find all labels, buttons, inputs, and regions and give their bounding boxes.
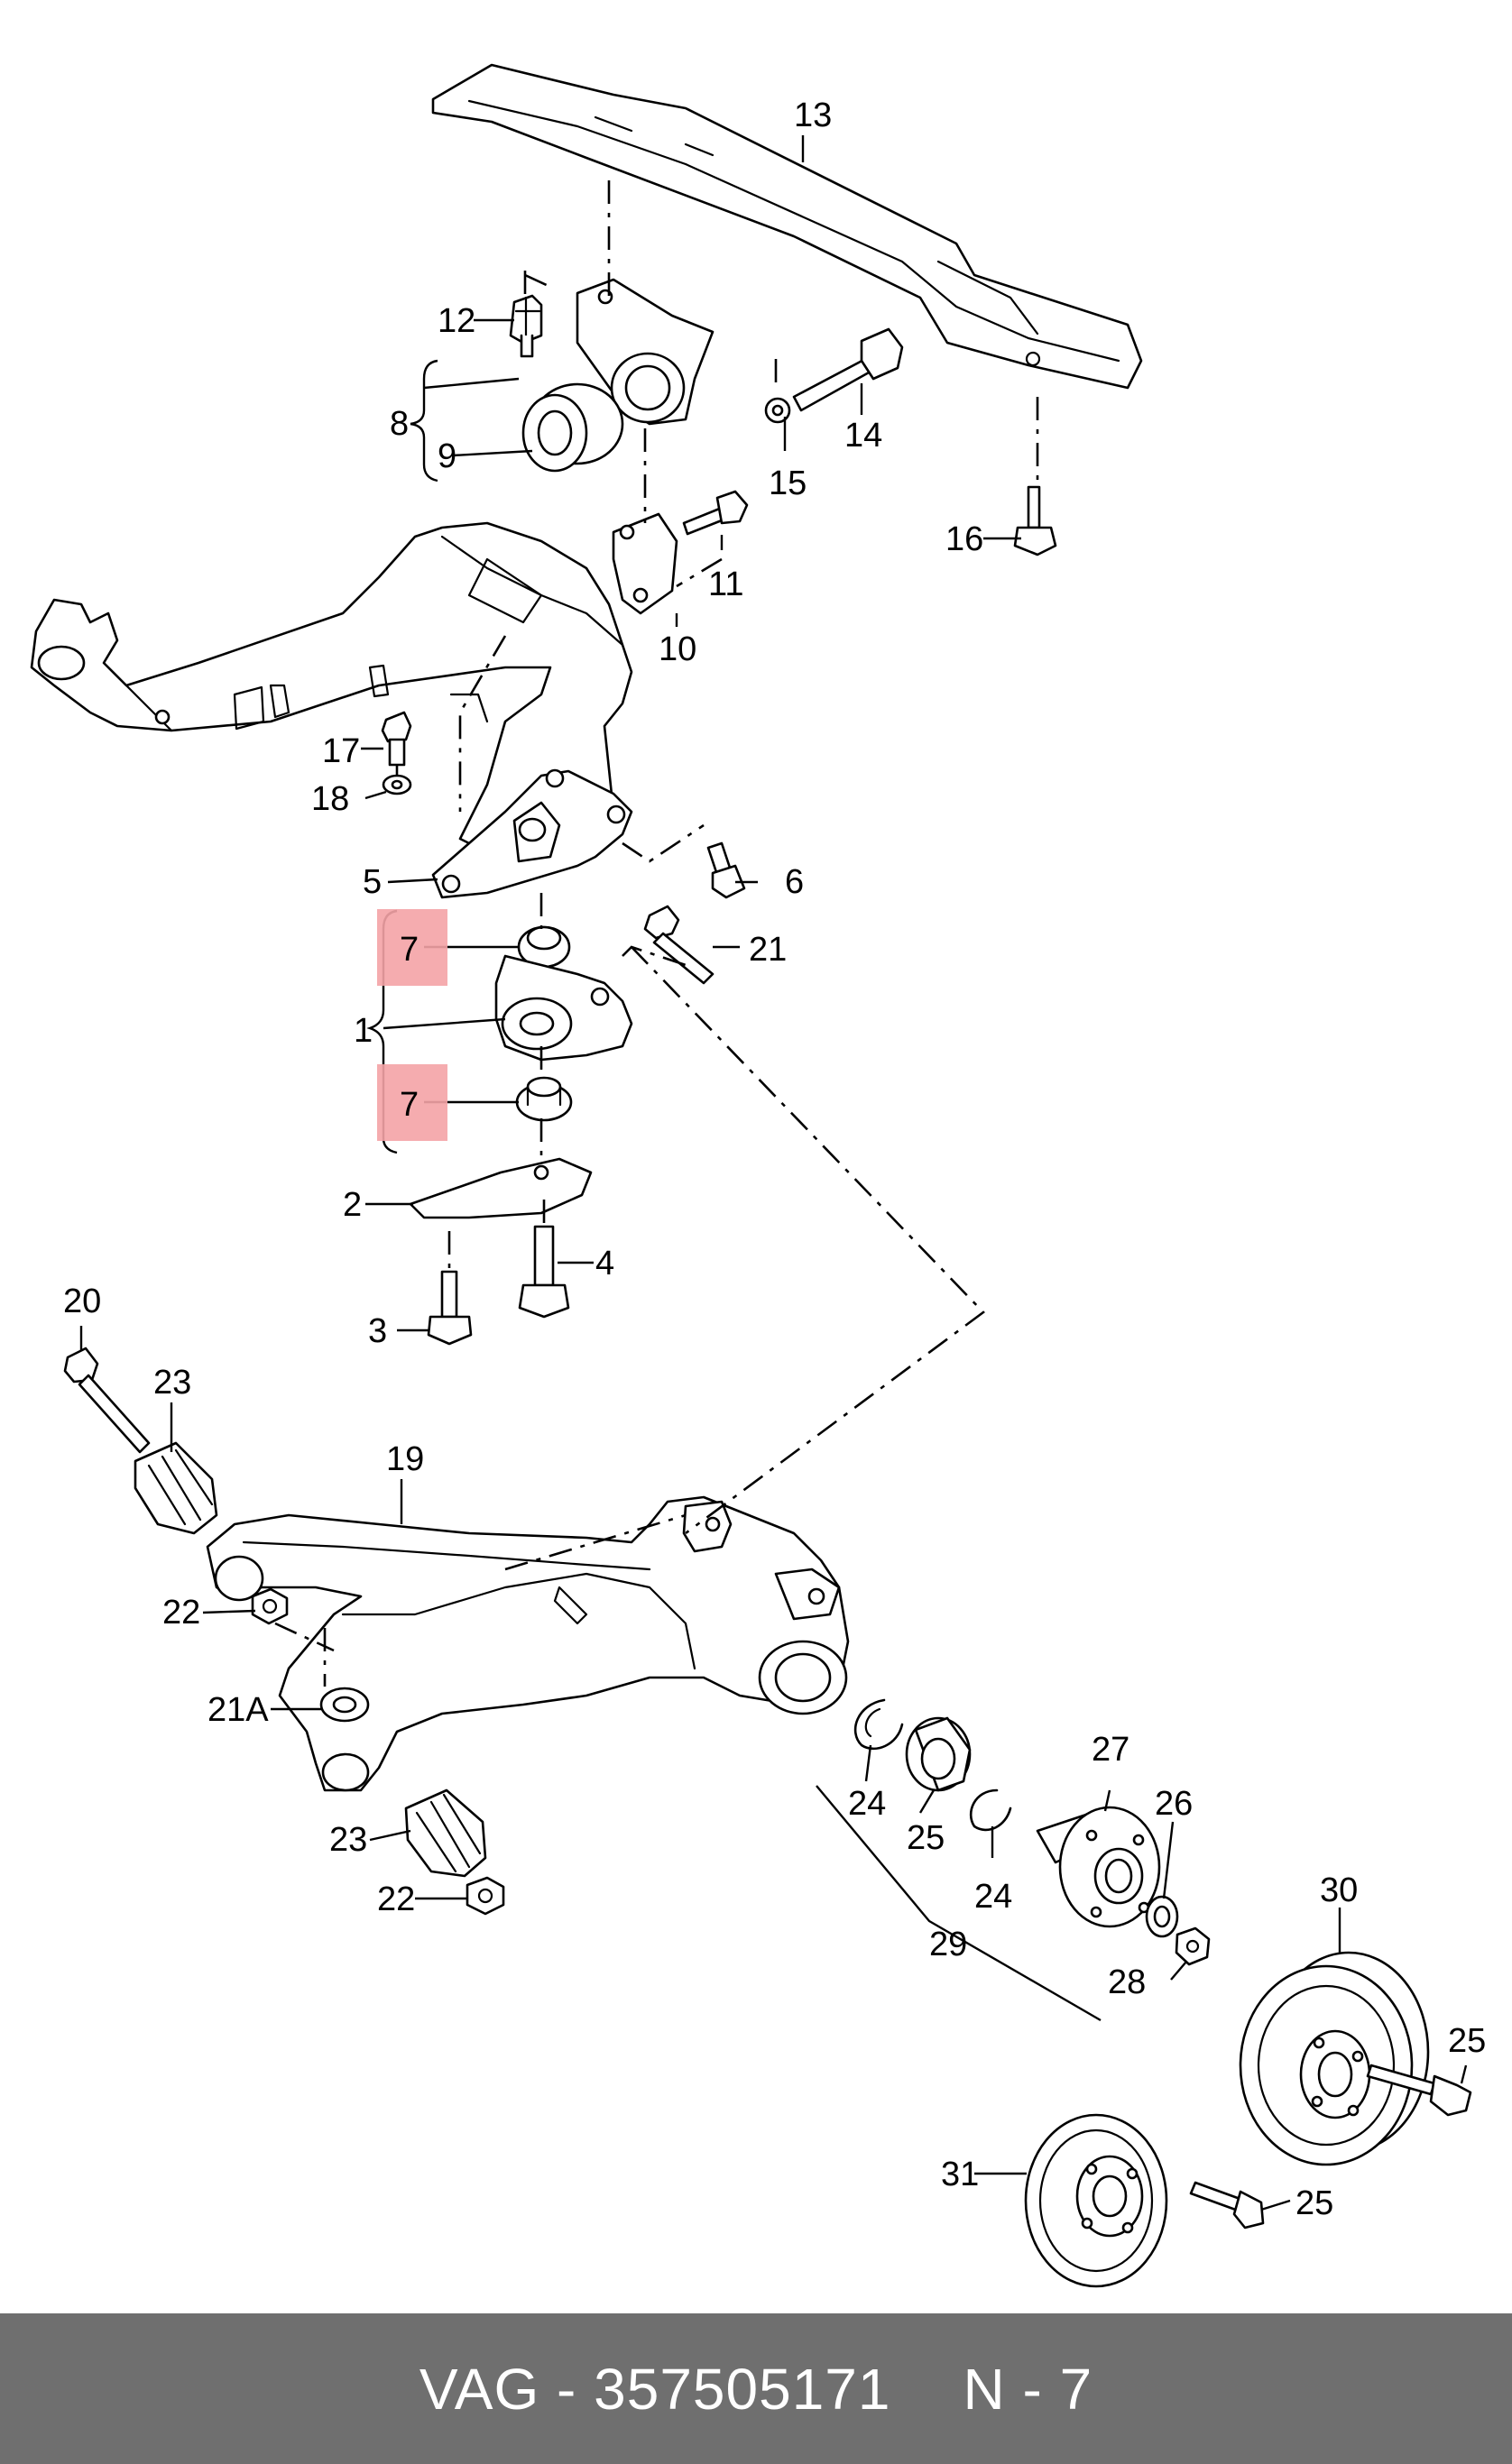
- label-26: 26: [1155, 1785, 1193, 1823]
- label-20: 20: [63, 1283, 101, 1320]
- part-21a-washer: [319, 1687, 370, 1723]
- label-18: 18: [311, 780, 349, 818]
- part-21-bolt: [643, 905, 715, 985]
- label-1: 1: [354, 1012, 373, 1050]
- label-8: 8: [390, 405, 409, 443]
- part-18-washer: [382, 774, 412, 795]
- part-25-screw-disc: [1189, 2181, 1265, 2230]
- label-12: 12: [438, 302, 475, 340]
- part-7-bushing-upper: [517, 925, 571, 969]
- label-19: 19: [386, 1440, 424, 1478]
- assembly-dash-lines: [274, 180, 1039, 1687]
- part-16-bolt: [1013, 485, 1057, 556]
- part-23-bushing-upper: [134, 1441, 218, 1535]
- label-24-b: 24: [974, 1878, 1012, 1916]
- part-27-hub: [1036, 1806, 1161, 1928]
- subframe: [30, 521, 633, 854]
- part-15-washer: [764, 397, 791, 424]
- part-17-bolt: [381, 711, 412, 767]
- part-12-bolt: [509, 294, 543, 358]
- label-22-upper: 22: [162, 1594, 200, 1632]
- label-17: 17: [322, 732, 360, 770]
- label-31: 31: [941, 2156, 979, 2193]
- position-text: N - 7: [963, 2356, 1093, 2422]
- label-10: 10: [659, 630, 696, 668]
- label-25-disc: 25: [1295, 2184, 1333, 2222]
- part-28-nut: [1175, 1926, 1211, 1966]
- label-7-upper: 7: [400, 931, 419, 969]
- part-26-washer: [1145, 1895, 1179, 1938]
- label-16: 16: [945, 520, 983, 558]
- group-line-29: [816, 1785, 1102, 2022]
- label-6: 6: [785, 863, 804, 901]
- label-9: 9: [438, 437, 456, 475]
- part-20-bolt: [63, 1347, 151, 1454]
- group-brace-8: [410, 359, 438, 483]
- label-11: 11: [708, 565, 743, 603]
- part-30-brake-drum: [1239, 1951, 1430, 2166]
- label-21a: 21A: [207, 1691, 269, 1729]
- label-22-lower: 22: [377, 1880, 415, 1918]
- label-5: 5: [363, 863, 382, 901]
- label-25-drum: 25: [1448, 2022, 1486, 2060]
- part-13-crossmember: [431, 63, 1143, 390]
- label-27: 27: [1092, 1731, 1129, 1769]
- label-7-lower: 7: [400, 1086, 419, 1124]
- label-3: 3: [368, 1312, 387, 1350]
- label-29: 29: [929, 1926, 967, 1963]
- part-5-mount-plate: [431, 768, 633, 899]
- highlight-7-upper: [377, 909, 447, 986]
- label-24-a: 24: [848, 1785, 886, 1823]
- part-3-bolt: [427, 1270, 473, 1346]
- part-8-bracket: [576, 278, 715, 426]
- part-number-text: VAG - 357505171: [419, 2356, 891, 2422]
- label-2: 2: [343, 1186, 362, 1224]
- part-14-bolt: [792, 327, 904, 412]
- part-1-housing: [494, 954, 633, 1062]
- label-28: 28: [1108, 1963, 1146, 2001]
- part-11-bolt: [682, 490, 749, 536]
- label-13: 13: [794, 97, 832, 134]
- label-4: 4: [595, 1245, 614, 1283]
- part-4-bolt: [518, 1225, 570, 1319]
- part-9-bushing: [521, 382, 624, 473]
- label-15: 15: [769, 464, 807, 502]
- part-22-nut-upper: [251, 1587, 289, 1625]
- label-25-bearing: 25: [907, 1819, 945, 1857]
- part-24-circlip-b: [969, 1788, 1012, 1832]
- part-24-circlip-a: [853, 1698, 904, 1751]
- part-25-bearing: [905, 1716, 972, 1792]
- exploded-parts-diagram: 13 12 8 9 14 15 16 11 10 17 18 5 6 7 21 …: [30, 63, 1486, 2288]
- part-31-brake-disc: [1024, 2113, 1168, 2288]
- part-22-nut-lower: [466, 1876, 505, 1916]
- label-23-lower: 23: [329, 1821, 367, 1859]
- leader-lines: [79, 135, 1468, 2211]
- part-25-screw-drum: [1366, 2064, 1472, 2117]
- label-14: 14: [844, 417, 882, 455]
- label-21: 21: [749, 931, 787, 969]
- highlight-7-lower: [377, 1064, 447, 1141]
- part-6-bolt: [706, 841, 746, 899]
- label-23-upper: 23: [153, 1364, 191, 1402]
- part-19-axle-arm: [206, 1495, 850, 1792]
- part-7-bushing-lower: [515, 1076, 573, 1122]
- label-30: 30: [1320, 1871, 1358, 1909]
- footer-bar: VAG - 357505171 N - 7: [0, 2313, 1512, 2464]
- part-2-plate: [409, 1157, 593, 1219]
- part-23-bushing-lower: [404, 1788, 487, 1878]
- part-10-bracket: [612, 512, 678, 615]
